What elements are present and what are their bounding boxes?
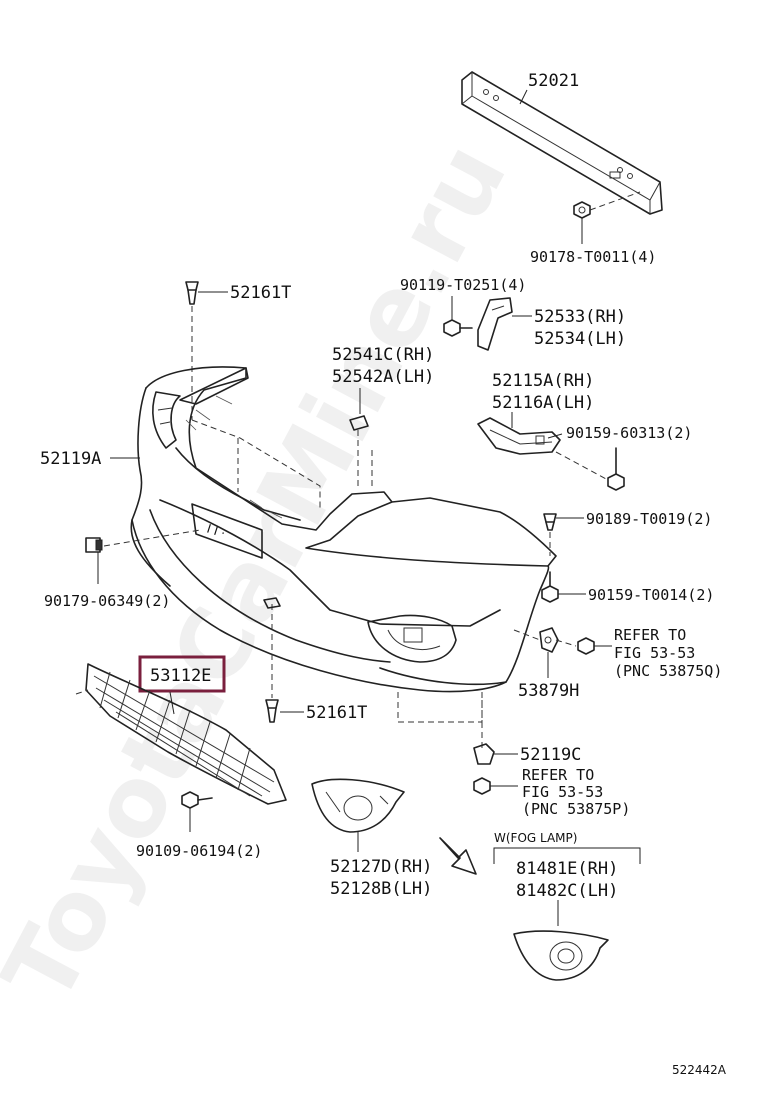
label-52128B: 52128B(LH): [330, 879, 432, 899]
figure-code: 522442A: [672, 1063, 727, 1077]
clip-90189-icon: [543, 513, 557, 531]
label-52115A: 52115A(RH): [492, 371, 594, 391]
nut-ref-53875Q-icon: [577, 637, 595, 655]
cover-52119C-icon: [473, 743, 495, 765]
label-52127D: 52127D(RH): [330, 857, 432, 877]
label-52119C: 52119C: [520, 745, 581, 765]
pad-52541C-icon: [349, 415, 369, 431]
fog-lamp-81481E: [513, 930, 609, 981]
clip-90179-icon: [85, 537, 103, 553]
bolt-90109-icon: [181, 791, 213, 809]
watermark: ToyotaCarMine.ru: [0, 125, 528, 1020]
label-81482C: 81482C(LH): [516, 881, 618, 901]
ref1-line1: REFER TO: [614, 626, 686, 644]
label-52161T-top: 52161T: [230, 283, 291, 303]
label-52534: 52534(LH): [534, 329, 626, 349]
ref2-line3: (PNC 53875P): [522, 800, 630, 818]
label-90119: 90119-T0251(4): [400, 276, 526, 294]
label-52541C: 52541C(RH): [332, 345, 434, 365]
bolt-90159-T0014-icon: [541, 571, 559, 603]
bumper-cover-52119A: I I ·: [130, 366, 557, 693]
label-52533: 52533(RH): [534, 307, 626, 327]
ref2-line1: REFER TO: [522, 766, 594, 784]
reinforcement-bar-52021: [461, 71, 663, 215]
ref2-line2: FIG 53-53: [522, 783, 603, 801]
label-52542A: 52542A(LH): [332, 367, 434, 387]
svg-text:I I ·: I I ·: [205, 522, 227, 541]
fog-lamp-note: W(FOG LAMP): [494, 831, 577, 845]
label-90159-60313: 90159-60313(2): [566, 424, 692, 442]
ref1-line3: (PNC 53875Q): [614, 662, 722, 680]
label-81481E: 81481E(RH): [516, 859, 618, 879]
highlight-box-53112E: [138, 655, 226, 693]
label-90159-T0014: 90159-T0014(2): [588, 586, 714, 604]
label-52116A: 52116A(LH): [492, 393, 594, 413]
label-52021: 52021: [528, 71, 579, 91]
fog-cover-52127D: [311, 778, 405, 833]
label-53879H: 53879H: [518, 681, 579, 701]
label-90109: 90109-06194(2): [136, 842, 262, 860]
label-53112E[interactable]: 53112E: [150, 666, 211, 686]
grille-53112E: [85, 663, 287, 805]
bracket-52533-icon: [477, 297, 513, 351]
bracket-53879H-icon: [539, 627, 559, 653]
label-90179: 90179-06349(2): [44, 592, 170, 610]
label-52119A: 52119A: [40, 449, 101, 469]
support-52115A-icon: [477, 417, 561, 455]
label-90189: 90189-T0019(2): [586, 510, 712, 528]
label-52161T-bottom: 52161T: [306, 703, 367, 723]
nut-90178-icon: [573, 201, 591, 219]
clip-ref-53875P-icon: [473, 777, 491, 795]
clip-52161T-top-icon: [185, 281, 199, 305]
bolt-90159-60313-icon: [607, 447, 625, 491]
label-90178: 90178-T0011(4): [530, 248, 656, 266]
direction-arrow-icon: [439, 837, 477, 875]
clip-52161T-bottom-icon: [265, 699, 279, 723]
ref1-line2: FIG 53-53: [614, 644, 695, 662]
